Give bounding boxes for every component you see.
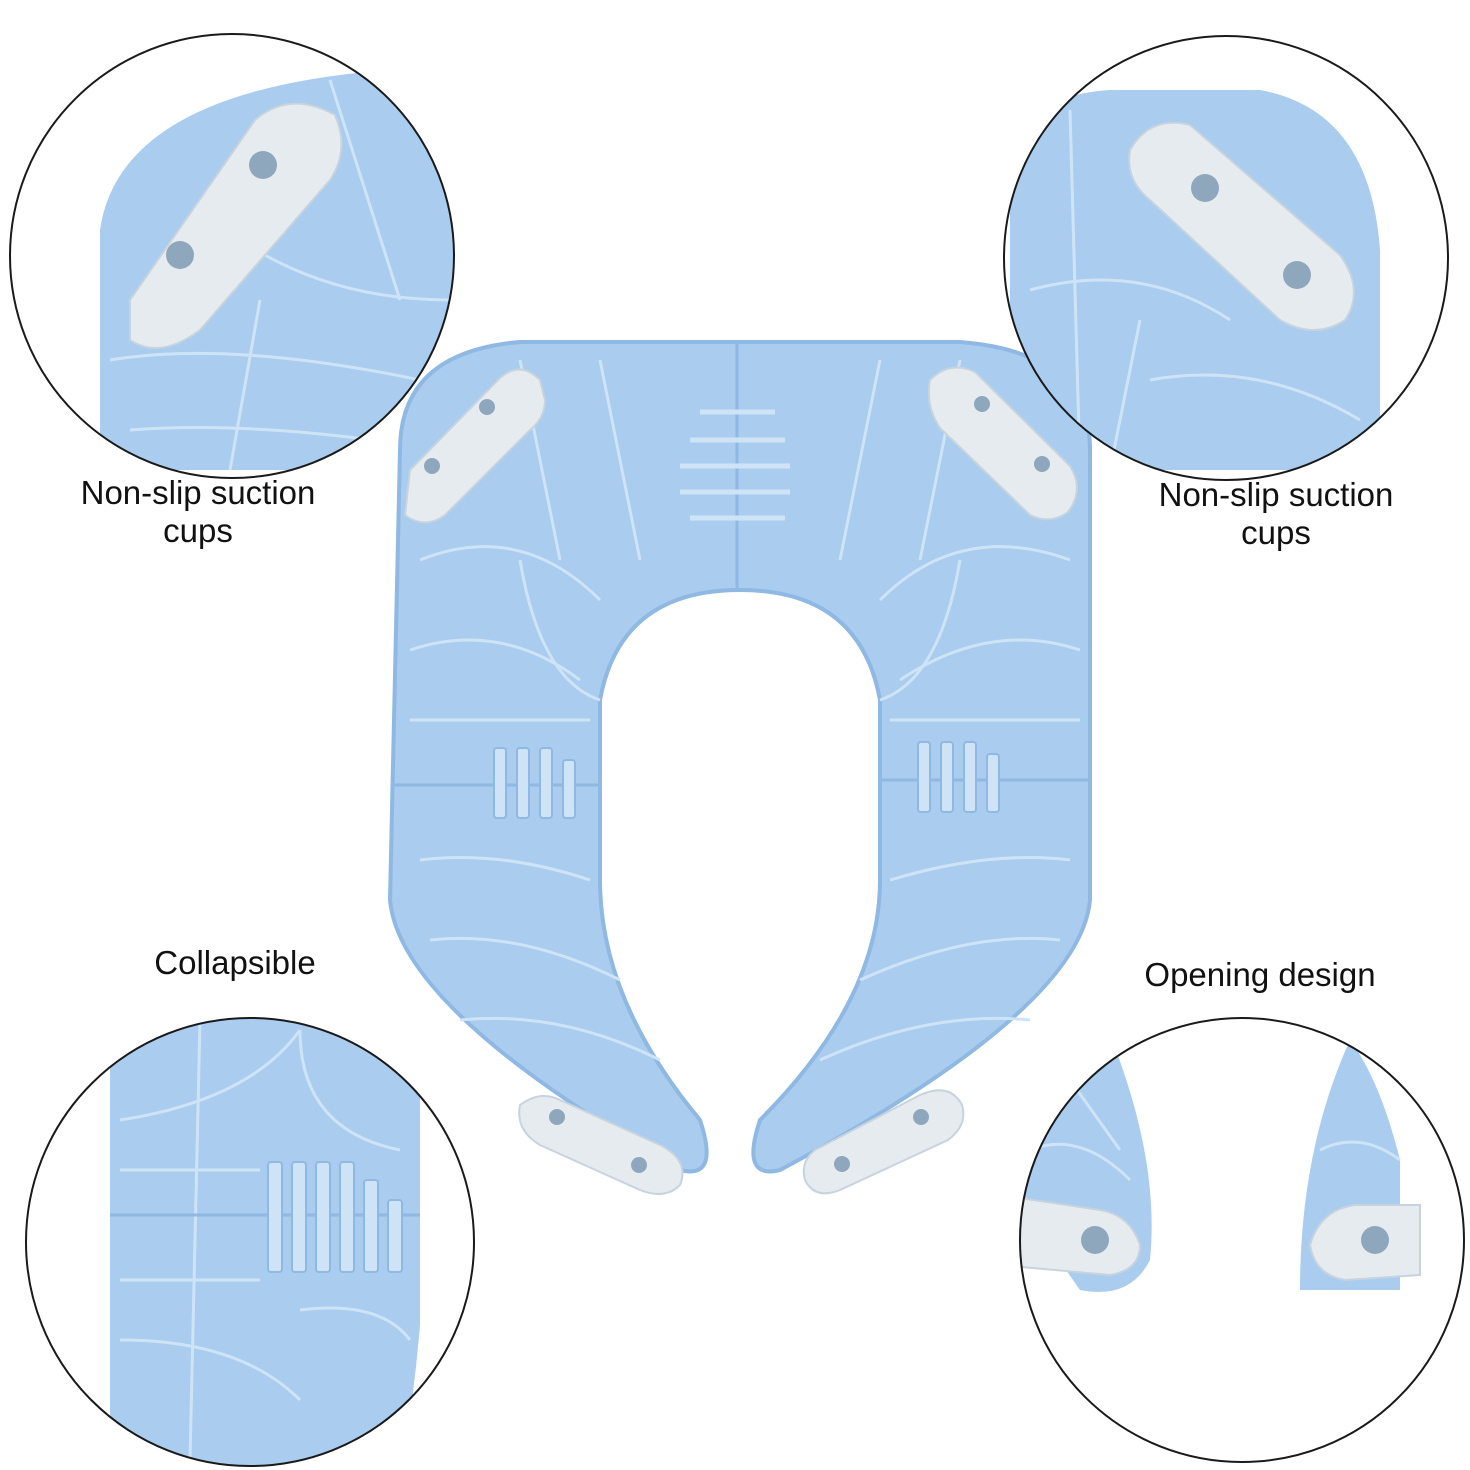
caption-line: Non-slip suction: [80, 474, 316, 511]
center-comb: [680, 409, 790, 521]
suction-cup-icon: [403, 368, 547, 524]
caption-bottom-left: Collapsible: [110, 944, 360, 982]
caption-line: cups: [163, 512, 233, 549]
suction-cup-icon: [518, 1095, 684, 1195]
hinge-icon: [493, 747, 576, 819]
potty-seat: [387, 340, 1092, 1195]
suction-cup-icon: [802, 1089, 965, 1195]
caption-top-right: Non-slip suction cups: [1126, 476, 1426, 552]
detail-circle-bottom-left: [25, 1017, 475, 1467]
caption-bottom-right: Opening design: [1110, 956, 1410, 994]
suction-cup-icon: [927, 366, 1078, 521]
detail-circle-bottom-right: [1019, 1017, 1465, 1463]
caption-text: Collapsible: [154, 944, 316, 981]
detail-circle-top-left: [9, 33, 455, 479]
hinge-icon: [917, 741, 1000, 813]
caption-line: Non-slip suction: [1158, 476, 1394, 513]
caption-top-left: Non-slip suction cups: [48, 474, 348, 550]
caption-line: cups: [1241, 514, 1311, 551]
hinge-icon: [267, 1161, 403, 1273]
detail-circle-top-right: [1003, 35, 1449, 481]
caption-text: Opening design: [1144, 956, 1376, 993]
